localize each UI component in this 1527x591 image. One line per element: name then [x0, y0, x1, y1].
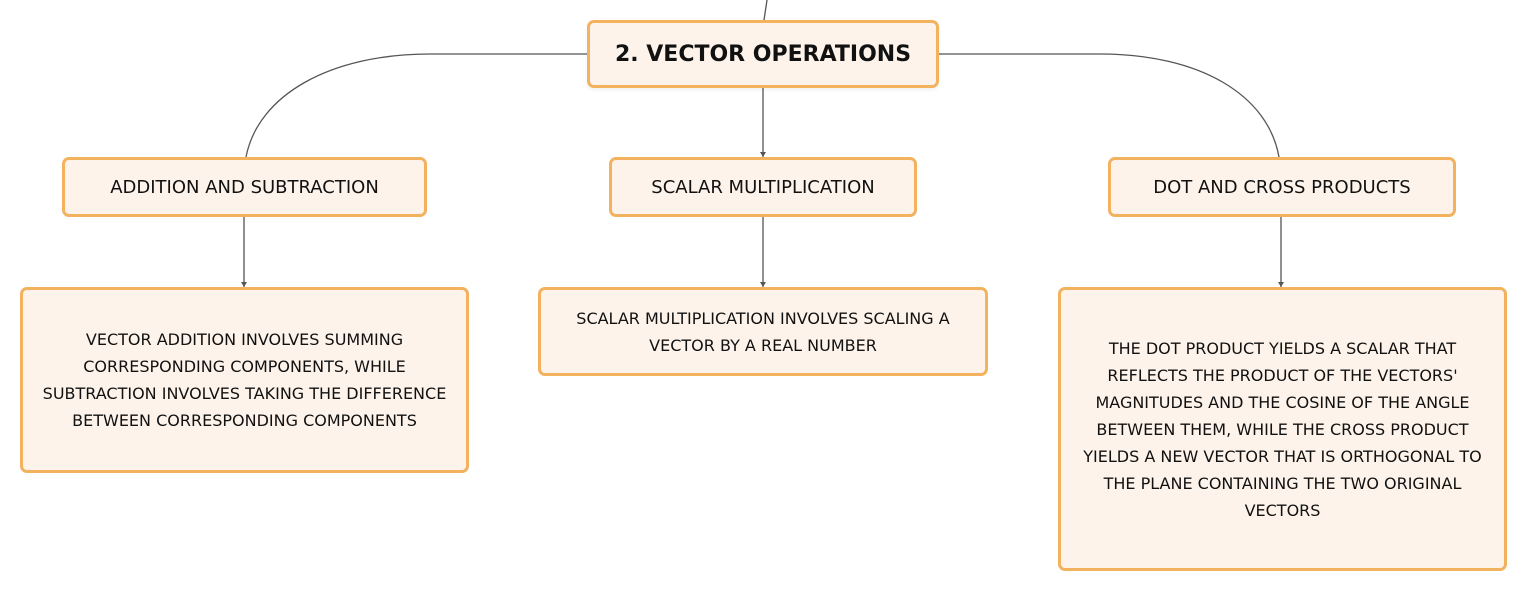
branch-node-label: Addition and Subtraction — [110, 176, 379, 198]
root-node[interactable]: 2. Vector Operations — [587, 20, 939, 88]
connector-root-branch-3 — [939, 53, 1280, 158]
detail-node-text: Scalar multiplication involves scaling a… — [576, 308, 950, 355]
branch-node-dot-cross-products[interactable]: Dot and Cross Products — [1108, 157, 1456, 217]
branch-node-scalar-multiplication[interactable]: Scalar Multiplication — [609, 157, 917, 217]
connector-incoming — [763, 0, 768, 21]
arrowhead-root-branch-2 — [760, 152, 766, 157]
arrowhead-branch-2-leaf-2 — [760, 282, 766, 287]
detail-node-text: The dot product yields a scalar that ref… — [1083, 338, 1482, 520]
arrowhead-branch-1-leaf-1 — [241, 282, 247, 287]
detail-node-text: Vector addition involves summing corresp… — [42, 330, 447, 430]
branch-node-label: Scalar Multiplication — [651, 176, 875, 198]
detail-node-scalar-multiplication[interactable]: Scalar multiplication involves scaling a… — [538, 287, 988, 376]
detail-node-dot-cross-products[interactable]: The dot product yields a scalar that ref… — [1058, 287, 1507, 571]
branch-node-addition-subtraction[interactable]: Addition and Subtraction — [62, 157, 427, 217]
root-node-label: 2. Vector Operations — [614, 41, 912, 67]
branch-node-label: Dot and Cross Products — [1153, 176, 1411, 198]
detail-node-addition-subtraction[interactable]: Vector addition involves summing corresp… — [20, 287, 469, 473]
connector-root-branch-1 — [245, 53, 587, 158]
arrowhead-branch-3-leaf-3 — [1278, 282, 1284, 287]
